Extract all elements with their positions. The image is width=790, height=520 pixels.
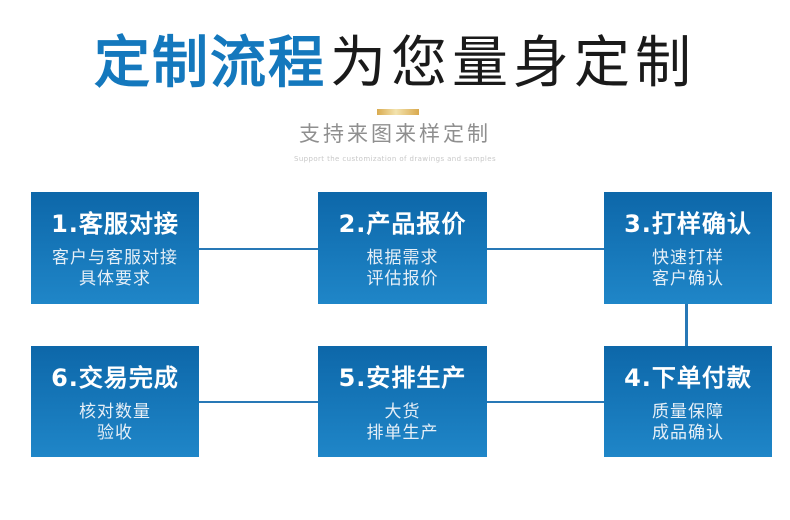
flow-step-6-desc: 核对数量 验收 <box>31 402 199 444</box>
flow-step-1-title: 1.客服对接 <box>51 210 179 238</box>
flow-step-2-desc-line-1: 根据需求 <box>366 248 439 268</box>
flow-step-4: 4.下单付款 质量保障 成品确认 <box>604 346 772 457</box>
flow-step-1-desc-line-2: 具体要求 <box>79 269 151 289</box>
flow-step-1-desc: 客户与客服对接 具体要求 <box>31 248 199 290</box>
flow-step-3-desc-line-2: 客户确认 <box>652 269 724 289</box>
flow-step-4-title: 4.下单付款 <box>624 364 752 392</box>
flow-step-5-desc: 大货 排单生产 <box>318 402 487 444</box>
flow-step-5: 5.安排生产 大货 排单生产 <box>318 346 487 457</box>
gold-divider-bar <box>377 109 419 115</box>
flow-step-4-desc-line-1: 质量保障 <box>652 402 724 422</box>
connector-step3-step4 <box>685 304 688 346</box>
flow-step-6-title: 6.交易完成 <box>51 364 179 392</box>
page-subtitle: 支持来图来样定制 <box>299 122 491 146</box>
page-title-highlight: 定制流程 <box>94 31 326 96</box>
connector-step4-step5 <box>487 401 604 403</box>
page-subtitle-english: Support the customization of drawings an… <box>293 155 497 163</box>
flow-step-6-desc-line-1: 核对数量 <box>79 402 151 422</box>
flow-step-1: 1.客服对接 客户与客服对接 具体要求 <box>31 192 199 304</box>
flow-step-6: 6.交易完成 核对数量 验收 <box>31 346 199 457</box>
flow-step-3-title: 3.打样确认 <box>624 210 752 238</box>
connector-step5-step6 <box>199 401 318 403</box>
flow-step-5-desc-line-1: 大货 <box>384 402 421 422</box>
page-title: 定制流程为您量身定制 <box>0 34 790 107</box>
flow-step-5-desc-line-2: 排单生产 <box>366 423 439 443</box>
flow-step-2: 2.产品报价 根据需求 评估报价 <box>318 192 487 304</box>
connector-step2-step3 <box>487 248 604 250</box>
page-title-rest: 为您量身定制 <box>330 31 696 96</box>
connector-step1-step2 <box>199 248 318 250</box>
flow-step-6-desc-line-2: 验收 <box>97 423 133 443</box>
flow-step-4-desc-line-2: 成品确认 <box>652 423 724 443</box>
flow-step-1-desc-line-1: 客户与客服对接 <box>52 248 178 268</box>
flow-step-3-desc: 快速打样 客户确认 <box>604 248 772 290</box>
flow-step-5-title: 5.安排生产 <box>338 364 467 392</box>
flow-step-2-title: 2.产品报价 <box>338 210 467 238</box>
flow-step-3: 3.打样确认 快速打样 客户确认 <box>604 192 772 304</box>
flow-step-2-desc-line-2: 评估报价 <box>366 269 439 289</box>
flow-step-2-desc: 根据需求 评估报价 <box>318 248 487 290</box>
flow-step-4-desc: 质量保障 成品确认 <box>604 402 772 444</box>
flow-step-3-desc-line-1: 快速打样 <box>652 248 724 268</box>
